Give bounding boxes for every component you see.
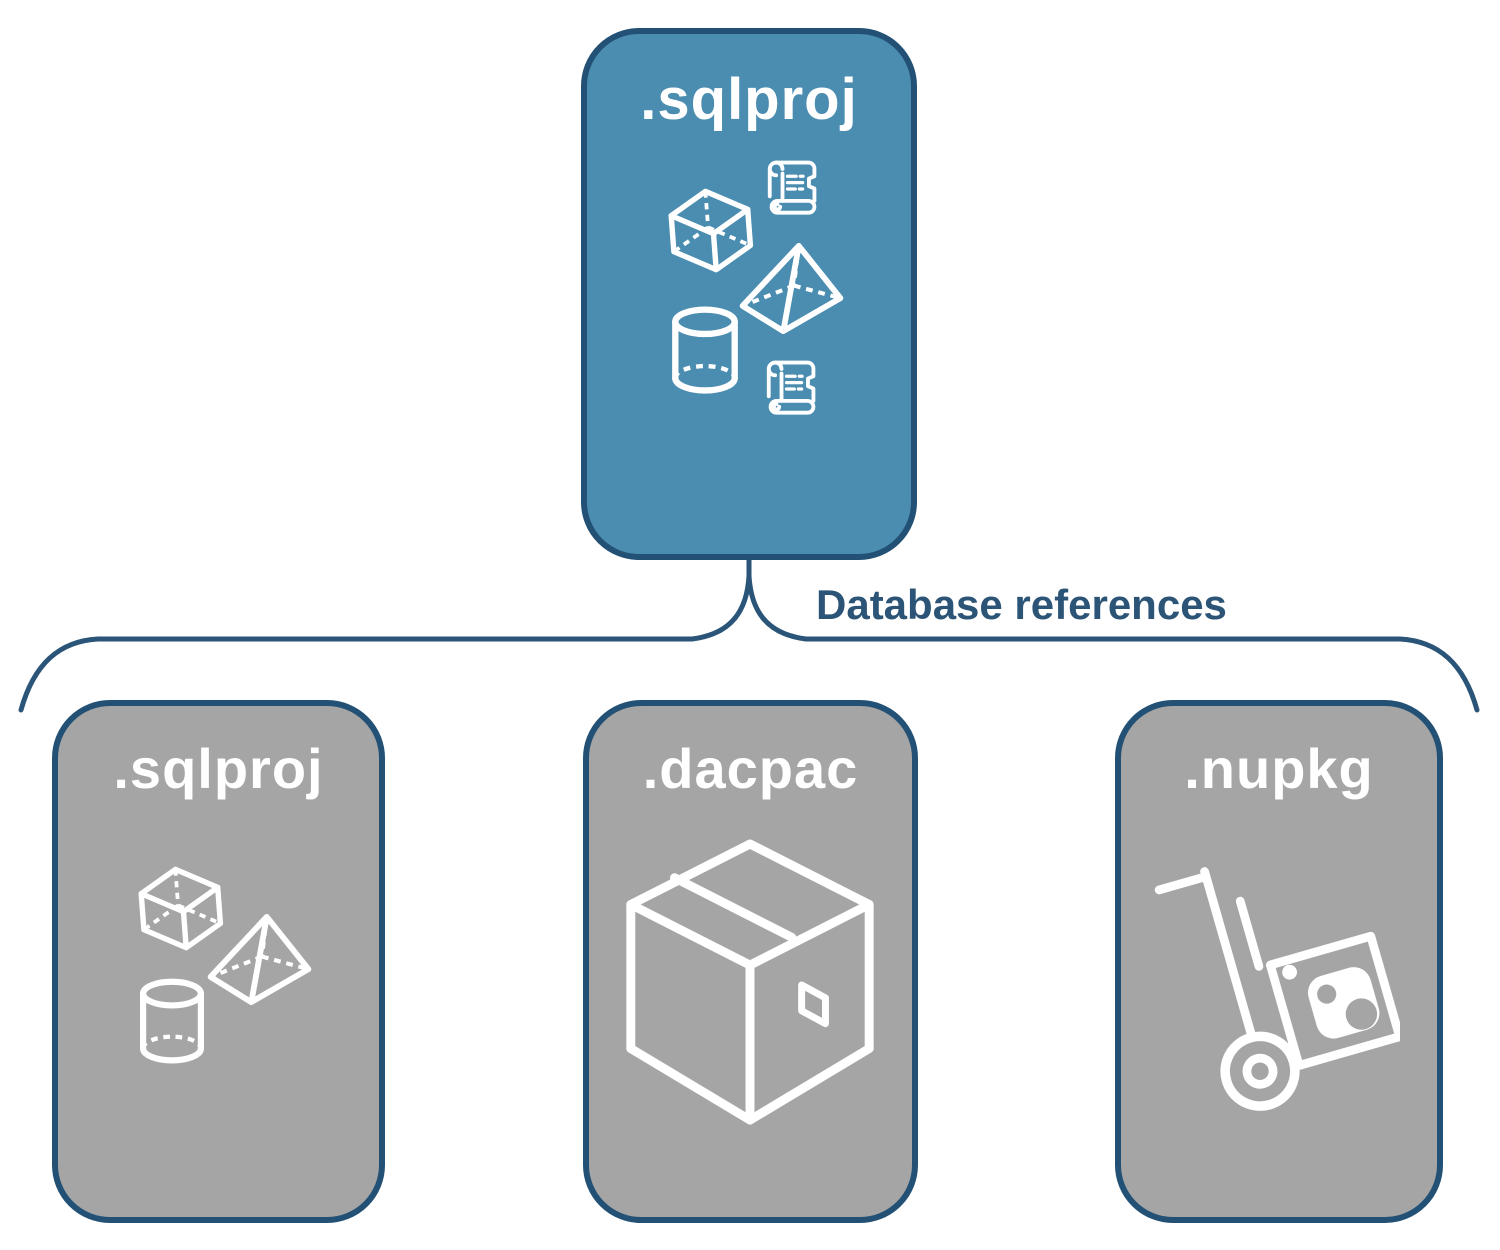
scroll-icon [767,160,817,215]
cylinder-icon [672,306,738,394]
brace-right-arm [746,573,1480,713]
cube-icon [138,866,224,951]
node-title: .nupkg [1184,737,1374,800]
cylinder-icon [140,978,204,1064]
pyramid-icon [739,242,844,334]
edge-label: Database references [816,581,1227,628]
node-title: .dacpac [642,737,859,800]
package-box-icon [626,839,874,1125]
node-title: .sqlproj [113,737,324,800]
node-child-sqlproj: .sqlproj [52,700,385,1223]
node-title: .sqlproj [640,67,858,132]
brace-left-arm [18,549,752,713]
node-root-sqlproj: .sqlproj [581,28,917,560]
scroll-icon [766,360,816,415]
pyramid-icon [207,913,312,1005]
cube-icon [668,188,754,273]
hand-truck-nuget-package-icon [1154,867,1400,1111]
